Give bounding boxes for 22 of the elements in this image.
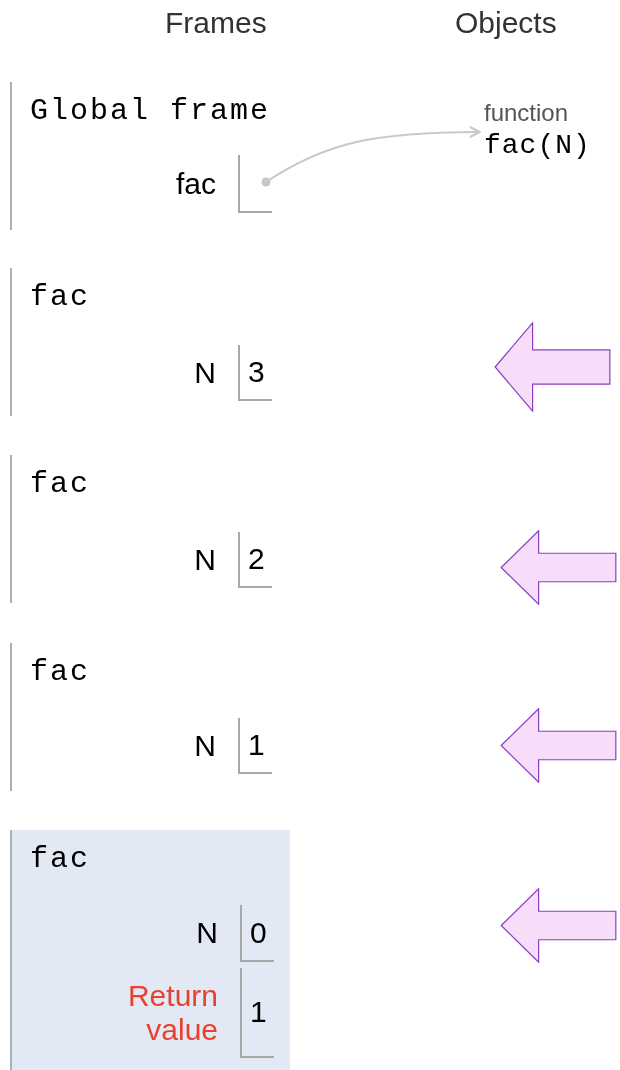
frame-title: Global frame	[30, 96, 271, 126]
active-frame	[10, 830, 290, 1070]
variable-value: 0	[250, 917, 267, 948]
frame-title: fac	[30, 657, 90, 687]
variable-value: 1	[250, 997, 267, 1027]
pointer-arrow	[261, 126, 481, 187]
frame-title: fac	[30, 282, 90, 312]
variable-name: N	[194, 542, 217, 578]
variable-value: 3	[248, 357, 265, 387]
variable-name: N	[196, 916, 219, 951]
variable-value: 1	[248, 730, 265, 760]
object-type: function	[484, 98, 569, 128]
frame-title: fac	[30, 844, 90, 874]
function-signature: fac(N)	[484, 129, 591, 163]
variable-name: N	[194, 728, 217, 764]
variable-value: 2	[248, 544, 265, 574]
column-heading: Objects	[455, 5, 557, 41]
variable-name: fac	[175, 166, 217, 202]
variable-name: N	[194, 355, 217, 391]
column-heading: Frames	[165, 5, 267, 41]
variable-name: Return value	[126, 978, 219, 1048]
frame-title: fac	[30, 469, 90, 499]
